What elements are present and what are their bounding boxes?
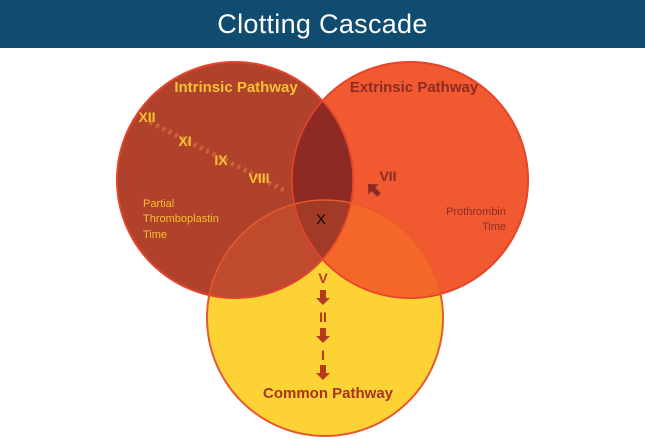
header-bar: Clotting Cascade (0, 0, 645, 48)
pt-label-line2: Time (482, 221, 506, 233)
common-extrinsic-overlap (292, 200, 443, 298)
factor-viii-label: VIII (248, 170, 269, 186)
extrinsic-pathway-label: Extrinsic Pathway (350, 79, 479, 96)
ptt-label-line1: Partial (143, 198, 174, 210)
factor-xii-label: XII (138, 109, 155, 125)
vii-arrow-icon (367, 183, 381, 197)
intrinsic-pathway-label: Intrinsic Pathway (174, 79, 298, 96)
down-arrow-icon (316, 365, 330, 380)
factor-xi-label: XI (178, 133, 191, 149)
down-arrow-icon (316, 290, 330, 305)
down-arrow-icon (316, 328, 330, 343)
factor-v-label: V (318, 270, 328, 286)
common-pathway-label: Common Pathway (263, 385, 394, 402)
factor-vii-label: VII (379, 168, 396, 184)
pt-label-line1: Prothrombin (446, 206, 506, 218)
factor-ii-label: II (319, 309, 327, 325)
page-title: Clotting Cascade (217, 8, 428, 39)
ptt-label-line2: Thromboplastin (143, 213, 219, 225)
factor-x-label: X (316, 211, 326, 227)
common-intrinsic-overlap (207, 200, 353, 298)
ptt-label-line3: Time (143, 229, 167, 241)
factor-i-label: I (321, 347, 325, 363)
factor-ix-label: IX (214, 152, 228, 168)
